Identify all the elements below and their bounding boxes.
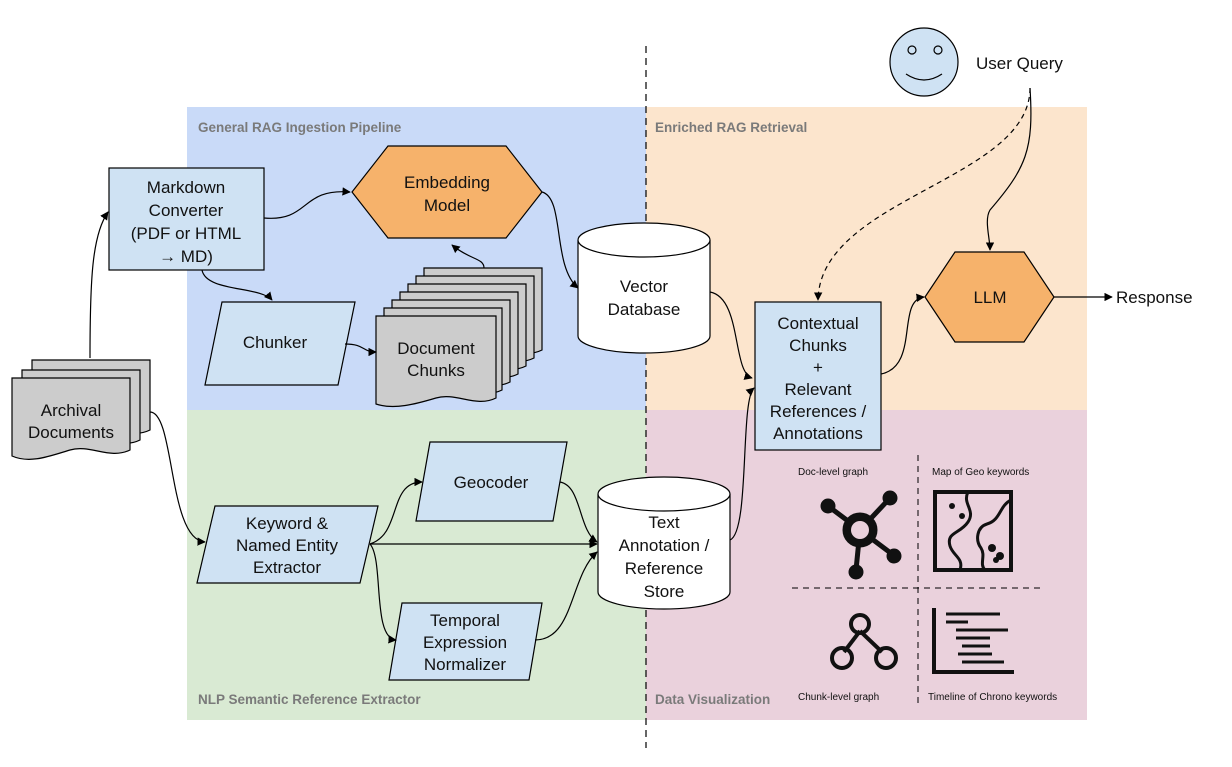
markdown-converter-label-2: Converter [149, 201, 224, 220]
contextual-chunks-label-3: + [813, 358, 823, 377]
markdown-converter-node: Markdown Converter (PDF or HTML → MD) [108, 167, 265, 271]
embedding-model-label-1: Embedding [404, 173, 490, 192]
document-chunks-label-1: Document [397, 339, 475, 358]
timeline-icon [932, 608, 1014, 674]
temporal-normalizer-label-3: Normalizer [424, 655, 507, 674]
edge-context-to-llm [880, 293, 925, 375]
temporal-normalizer-node: Temporal Expression Normalizer [388, 602, 543, 681]
edge-temporal-to-store [534, 551, 598, 641]
archival-documents-label-2: Documents [28, 423, 114, 442]
contextual-chunks-label-6: Annotations [773, 424, 863, 443]
text-annotation-store-label-3: Reference [625, 559, 703, 578]
edge-vectordb-to-context [709, 291, 753, 380]
archival-documents-node: Archival Documents [11, 359, 151, 460]
vector-database-node: Vector Database [577, 222, 711, 354]
timeline-label: Timeline of Chrono keywords [928, 692, 1057, 703]
region-ingestion-title: General RAG Ingestion Pipeline [198, 120, 402, 135]
chunk-graph-label: Chunk-level graph [798, 692, 879, 703]
hub-graph-icon [820, 490, 902, 580]
doc-graph-label: Doc-level graph [798, 467, 868, 478]
contextual-chunks-label-1: Contextual [777, 314, 858, 333]
edge-chunker-to-chunks [344, 343, 377, 357]
edge-chunks-to-embedding [451, 244, 485, 269]
user-query-node: User Query [889, 27, 1063, 97]
geocoder-node: Geocoder [415, 441, 568, 522]
keyword-extractor-label-2: Named Entity [236, 536, 339, 555]
embedding-model-node: Embedding Model [351, 145, 543, 239]
smiley-face-icon [889, 27, 959, 97]
llm-node: LLM [924, 251, 1055, 343]
temporal-normalizer-label-1: Temporal [430, 611, 500, 630]
user-query-label: User Query [976, 54, 1063, 73]
region-visualization-title: Data Visualization [655, 692, 770, 707]
geocoder-label: Geocoder [454, 473, 529, 492]
map-icon [933, 490, 1013, 572]
edge-converter-to-chunker [201, 269, 273, 301]
text-annotation-store-label-4: Store [644, 582, 685, 601]
text-annotation-store-node: Text Annotation / Reference Store [597, 476, 731, 610]
tree-graph-icon [830, 613, 898, 670]
response-label: Response [1116, 288, 1193, 307]
contextual-chunks-label-4: Relevant [784, 380, 851, 399]
edge-extractor-to-geocoder [369, 477, 423, 545]
geo-map-label: Map of Geo keywords [932, 467, 1029, 478]
edge-query-to-context [813, 87, 1031, 301]
llm-label: LLM [973, 288, 1006, 307]
contextual-chunks-node: Contextual Chunks + Relevant References … [754, 301, 882, 451]
edge-converter-to-embedding [263, 187, 351, 219]
edge-store-to-context [729, 387, 755, 541]
region-nlp-title: NLP Semantic Reference Extractor [198, 692, 421, 707]
embedding-model-label-2: Model [424, 196, 470, 215]
contextual-chunks-label-5: References / [770, 402, 867, 421]
archival-documents-label-1: Archival [41, 401, 101, 420]
edge-archival-to-converter [89, 211, 109, 359]
edge-embedding-to-vectordb [541, 191, 579, 289]
region-retrieval-title: Enriched RAG Retrieval [655, 120, 807, 135]
text-annotation-store-label-1: Text [648, 513, 679, 532]
chunker-node: Chunker [204, 301, 356, 386]
keyword-extractor-node: Keyword & Named Entity Extractor [196, 505, 379, 584]
edge-extractor-to-temporal [369, 543, 397, 644]
edge-geocoder-to-store [559, 481, 598, 543]
vector-database-label-2: Database [608, 300, 681, 319]
markdown-converter-label-1: Markdown [147, 178, 225, 197]
markdown-converter-label-4: → MD) [159, 247, 213, 266]
markdown-converter-label-3: (PDF or HTML [131, 224, 242, 243]
document-chunks-node: Document Chunks [375, 267, 543, 408]
vector-database-label-1: Vector [620, 277, 669, 296]
text-annotation-store-label-2: Annotation / [619, 536, 710, 555]
chunker-label: Chunker [243, 333, 308, 352]
document-chunks-label-2: Chunks [407, 361, 465, 380]
contextual-chunks-label-2: Chunks [789, 336, 847, 355]
keyword-extractor-label-1: Keyword & [246, 514, 329, 533]
keyword-extractor-label-3: Extractor [253, 558, 321, 577]
edge-query-to-llm [985, 87, 1032, 251]
edge-archival-to-extractor [149, 411, 206, 546]
temporal-normalizer-label-2: Expression [423, 633, 507, 652]
